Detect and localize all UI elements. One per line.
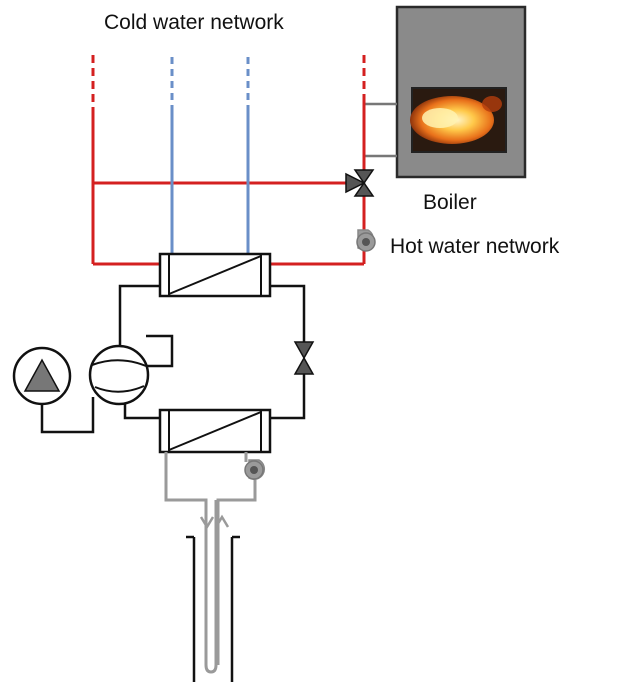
boiler-connection-lines [363, 104, 397, 156]
boiler-label: Boiler [423, 191, 477, 214]
hot-water-network-label: Hot water network [390, 235, 560, 258]
hot-water-pipes [93, 55, 364, 264]
boiler-icon [397, 7, 525, 177]
compressor-icon [90, 346, 148, 404]
ground-loop-pump-icon [245, 452, 264, 479]
pump-icon [14, 348, 70, 404]
ground-loop-pipes [166, 452, 255, 672]
cold-water-network-label: Cold water network [104, 11, 284, 34]
flame-icon [410, 88, 506, 152]
expansion-valve-icon [295, 342, 313, 374]
lower-heat-exchanger-icon [160, 410, 270, 452]
cold-water-pipes [172, 57, 248, 254]
hot-water-pump-icon [357, 230, 375, 251]
upper-heat-exchanger-icon [160, 254, 270, 296]
borehole-probe-icon [186, 537, 240, 682]
three-way-valve-icon [346, 170, 373, 196]
